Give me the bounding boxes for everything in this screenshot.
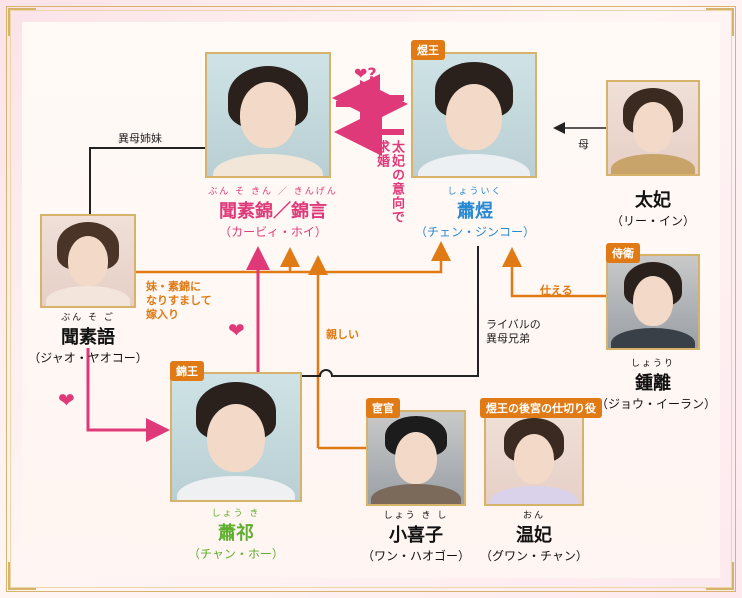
label-wen-hi: おん 温妃 （グワン・チャン） bbox=[474, 508, 594, 564]
photo-xiao-qi bbox=[170, 372, 302, 502]
tag-xiao-xizi: 宦官 bbox=[366, 398, 400, 418]
ruby-xiao-qi: しょう き bbox=[211, 509, 261, 519]
name-xiao-xizi: 小喜子 bbox=[389, 525, 443, 546]
tag-wen-hi: 煜王の後宮の仕切り役 bbox=[480, 398, 602, 418]
name-wen-suyu: 聞素語 bbox=[61, 327, 115, 348]
relation-love-question: ❤? bbox=[354, 64, 377, 83]
name-xiao-qi: 蕭祁 bbox=[218, 523, 254, 544]
label-wen-suyu: ぶん そ ご 聞素語 （ジャオ・ヤオコー） bbox=[22, 310, 154, 366]
photo-taihi bbox=[606, 80, 700, 176]
actor-xiao-xizi: （ワン・ハオゴー） bbox=[361, 549, 470, 563]
ruby-wen-hi: おん bbox=[522, 511, 545, 521]
name-wen-hi: 温妃 bbox=[516, 525, 552, 546]
label-wen-sujin: ぶん そ きん ／ きんげん 聞素錦／錦言 （カービィ・ホイ） bbox=[208, 184, 338, 240]
relation-love-qi-heart: ❤ bbox=[228, 318, 245, 342]
tag-xiao-qi: 錦王 bbox=[170, 361, 204, 381]
actor-xiao-qi: （チャン・ホー） bbox=[188, 547, 284, 561]
actor-xiao-yu: （チェン・ジンコー） bbox=[414, 225, 535, 239]
line-love-suyu bbox=[86, 348, 170, 442]
photo-wen-sujin bbox=[205, 52, 331, 178]
name-zhong-li: 鍾離 bbox=[635, 373, 671, 394]
line-serve bbox=[502, 247, 606, 298]
line-rival bbox=[302, 246, 479, 377]
name-wen-sujin: 聞素錦／錦言 bbox=[219, 201, 327, 222]
label-zhong-li: しょうり 鍾離 （ジョウ・イーラン） bbox=[596, 356, 717, 412]
label-xiao-qi: しょう き 蕭祁 （チャン・ホー） bbox=[168, 506, 304, 562]
ruby-zhong-li: しょうり bbox=[630, 359, 675, 369]
relation-impersonate: 妹・素錦に なりすまして 嫁入り bbox=[146, 280, 212, 321]
frame-corner bbox=[8, 8, 36, 36]
tag-zhong-li: 侍衛 bbox=[606, 243, 640, 263]
relation-serve: 仕える bbox=[540, 284, 573, 297]
tag-xiao-yu: 煜王 bbox=[411, 40, 445, 60]
frame-corner bbox=[706, 8, 734, 36]
photo-wen-hi bbox=[484, 410, 584, 506]
actor-wen-suyu: （ジャオ・ヤオコー） bbox=[28, 351, 148, 365]
relation-mother: 母 bbox=[578, 138, 589, 151]
ruby-wen-sujin: ぶん そ きん ／ きんげん bbox=[208, 187, 338, 197]
ruby-xiao-xizi: しょう き し bbox=[383, 511, 449, 521]
actor-wen-hi: （グワン・チャン） bbox=[480, 549, 588, 563]
photo-wen-suyu bbox=[40, 214, 136, 308]
relation-half-sisters: 異母姉妹 bbox=[118, 132, 162, 145]
frame-corner bbox=[8, 562, 36, 590]
ruby-wen-suyu: ぶん そ ご bbox=[61, 313, 115, 323]
label-xiao-yu: しょういく 蕭煜 （チェン・ジンコー） bbox=[408, 184, 542, 240]
name-taihi: 太妃 bbox=[635, 190, 671, 211]
photo-zhong-li bbox=[606, 254, 700, 350]
relation-rival: ライバルの 異母兄弟 bbox=[486, 318, 541, 345]
label-taihi: 太妃 （リー・イン） bbox=[604, 186, 702, 229]
actor-taihi: （リー・イン） bbox=[610, 214, 695, 228]
actor-zhong-li: （ジョウ・イーラン） bbox=[596, 397, 717, 411]
ornate-frame bbox=[6, 6, 736, 592]
relation-proposal: 太妃の意向で求婚 bbox=[374, 140, 404, 224]
line-impersonate bbox=[112, 241, 451, 274]
relation-close: 親しい bbox=[326, 328, 359, 341]
label-xiao-xizi: しょう き し 小喜子 （ワン・ハオゴー） bbox=[356, 508, 476, 564]
photo-xiao-yu bbox=[411, 52, 537, 178]
name-xiao-yu: 蕭煜 bbox=[457, 201, 493, 222]
relation-love-suyu-heart: ❤ bbox=[58, 388, 75, 412]
line-half-sisters bbox=[89, 147, 206, 214]
photo-xiao-xizi bbox=[366, 410, 466, 506]
ruby-xiao-yu: しょういく bbox=[447, 187, 503, 197]
actor-wen-sujin: （カービィ・ホイ） bbox=[219, 225, 327, 239]
frame-corner bbox=[706, 562, 734, 590]
